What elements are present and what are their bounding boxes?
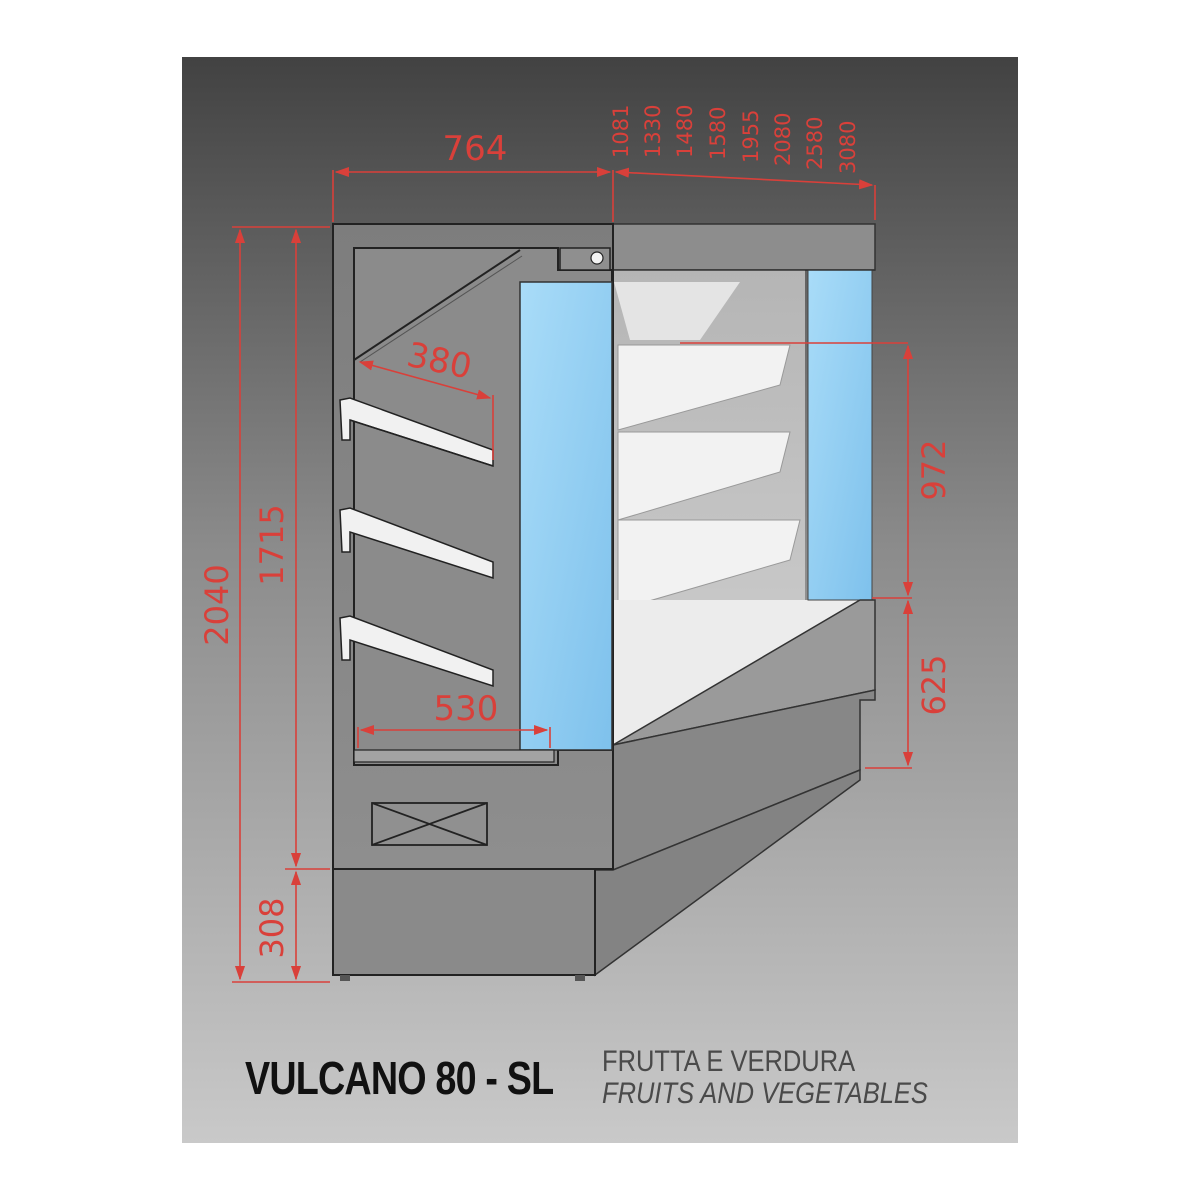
display-section [594, 223, 876, 977]
dim-body-height-label: 1715 [253, 504, 291, 585]
category-italian: FRUTTA E VERDURA [602, 1045, 856, 1078]
dim-line-length [614, 167, 874, 190]
dim-length-label: 1580 [706, 107, 730, 160]
dim-length-label: 3080 [836, 121, 860, 174]
display-shelf [617, 431, 791, 521]
dim-length-label: 2080 [771, 113, 795, 166]
dim-length-label: 1081 [609, 105, 633, 158]
dim-length-label: 2580 [803, 117, 827, 170]
model-name: VULCANO 80 - SL [245, 1052, 554, 1104]
dim-length-labels: 1081 1330 1480 1580 1955 2080 2580 3080 [609, 105, 860, 174]
dim-base-height-label: 308 [253, 897, 291, 958]
caption: VULCANO 80 - SL FRUTTA E VERDURA FRUITS … [245, 1045, 1005, 1115]
display-shelf [617, 344, 791, 431]
shelf-bracket [339, 615, 494, 688]
dim-length-label: 1955 [739, 110, 763, 163]
cabinet-base [332, 868, 596, 981]
glass-side-panel [519, 281, 613, 751]
glass-end-panel-right [807, 269, 873, 601]
dim-line-shelf-depth [358, 360, 492, 400]
dim-deck-depth-label: 530 [434, 689, 499, 729]
dim-width-label: 764 [443, 129, 508, 169]
thermometer-icon [590, 251, 604, 265]
dim-length-label: 1330 [641, 105, 665, 158]
shelf-brackets [339, 397, 494, 688]
dim-deck-height-label: 625 [915, 654, 953, 715]
cabinet-side [332, 223, 614, 870]
category-english: FRUITS AND VEGETABLES [602, 1077, 928, 1110]
display-shelf [617, 519, 801, 611]
dim-display-height-label: 972 [915, 439, 953, 500]
dimension-lines [232, 166, 914, 983]
dim-total-height-label: 2040 [198, 564, 236, 645]
shelf-bracket [339, 507, 494, 580]
dim-length-label: 1480 [673, 105, 697, 158]
